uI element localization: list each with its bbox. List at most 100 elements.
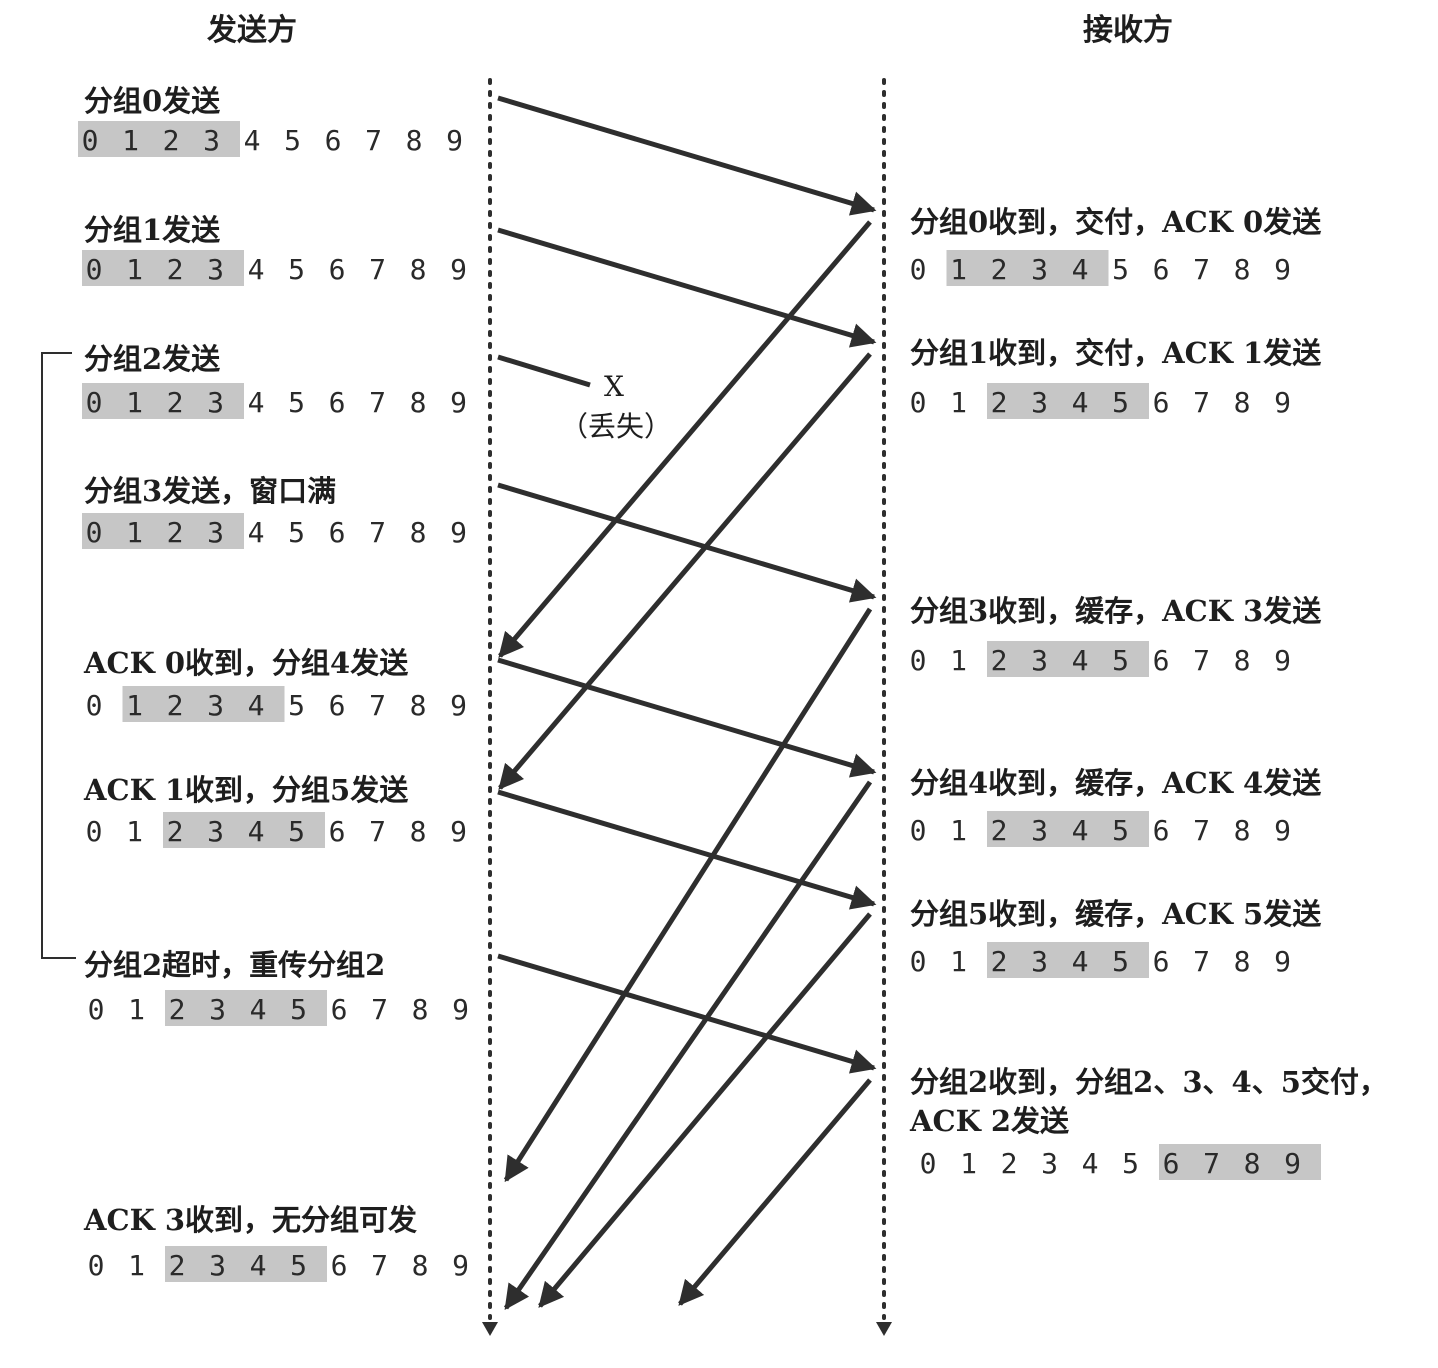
receiver-header: 接收方 bbox=[1083, 13, 1173, 48]
sequence-digit: 8 bbox=[410, 253, 427, 286]
sender-window-highlight bbox=[122, 686, 285, 722]
sequence-digit: 3 bbox=[207, 815, 224, 848]
sequence-digit: 6 bbox=[1153, 814, 1170, 847]
sender-window-highlight bbox=[165, 1246, 327, 1282]
sequence-digit: 0 bbox=[86, 253, 103, 286]
sequence-digit: 1 bbox=[126, 386, 143, 419]
sequence-digit: 0 bbox=[910, 644, 927, 677]
sequence-digit: 9 bbox=[452, 993, 469, 1026]
receiver-event-label: 分组2收到，分组2、3、4、5交付， bbox=[910, 1065, 1388, 1099]
sequence-digit: 5 bbox=[288, 689, 305, 722]
packet-arrow bbox=[497, 657, 877, 778]
sequence-digit: 8 bbox=[1234, 253, 1251, 286]
sequence-digit: 0 bbox=[88, 1249, 105, 1282]
sequence-digit: 0 bbox=[910, 814, 927, 847]
sequence-digit: 5 bbox=[1112, 253, 1129, 286]
sequence-digit: 1 bbox=[128, 993, 145, 1026]
sender-header: 发送方 bbox=[206, 13, 297, 48]
sequence-digit: 5 bbox=[288, 253, 305, 286]
sequence-digit: 2 bbox=[163, 124, 180, 157]
sequence-digit: 8 bbox=[1234, 814, 1251, 847]
sequence-digit: 0 bbox=[910, 945, 927, 978]
sequence-digit: 1 bbox=[126, 516, 143, 549]
sequence-digit: 0 bbox=[910, 253, 927, 286]
sequence-digit: 6 bbox=[331, 993, 348, 1026]
sequence-digit: 1 bbox=[128, 1249, 145, 1282]
sequence-digit: 2 bbox=[167, 253, 184, 286]
sequence-digit: 8 bbox=[412, 993, 429, 1026]
sequence-digit: 1 bbox=[950, 386, 967, 419]
sequence-digit: 1 bbox=[950, 253, 967, 286]
sequence-digit: 1 bbox=[126, 253, 143, 286]
lost-packet-line bbox=[497, 354, 591, 388]
sender-events: 分组0发送 分组1发送 分组2发送 分组3发送，窗口满 ACK 0收到，分组4发… bbox=[83, 84, 417, 1237]
sequence-digit: 2 bbox=[991, 386, 1008, 419]
sequence-digit: 7 bbox=[1193, 945, 1210, 978]
sequence-digit: 6 bbox=[1163, 1147, 1180, 1180]
sequence-digit: 6 bbox=[1153, 253, 1170, 286]
sequence-digit: 6 bbox=[329, 516, 346, 549]
sequence-digit: 0 bbox=[86, 386, 103, 419]
packet-arrow bbox=[497, 953, 877, 1074]
sequence-digit: 4 bbox=[248, 253, 265, 286]
sequence-digit: 7 bbox=[369, 253, 386, 286]
sequence-digit: 8 bbox=[410, 386, 427, 419]
sequence-digit: 9 bbox=[1274, 644, 1291, 677]
sequence-digit: 9 bbox=[450, 689, 467, 722]
sender-event-label: ACK 0收到，分组4发送 bbox=[83, 646, 408, 680]
sequence-digit: 8 bbox=[410, 815, 427, 848]
sender-window-highlight bbox=[165, 990, 327, 1026]
sender-window-highlight bbox=[82, 383, 244, 419]
loss-x-mark: X bbox=[604, 370, 624, 403]
sequence-digit: 4 bbox=[1082, 1147, 1099, 1180]
sequence-digit: 8 bbox=[1234, 386, 1251, 419]
sequence-digit: 9 bbox=[450, 253, 467, 286]
ack-arrow bbox=[503, 780, 873, 1311]
sequence-digit: 3 bbox=[203, 124, 220, 157]
sequence-digit: 7 bbox=[369, 386, 386, 419]
sequence-digit: 6 bbox=[329, 689, 346, 722]
sequence-digit: 4 bbox=[1072, 644, 1089, 677]
sequence-digit: 7 bbox=[1203, 1147, 1220, 1180]
sender-event-label: ACK 3收到，无分组可发 bbox=[83, 1203, 417, 1237]
packet-arrow bbox=[497, 227, 877, 348]
loss-marker: X （丢失） bbox=[497, 354, 672, 443]
sequence-digit: 9 bbox=[1274, 253, 1291, 286]
sequence-digit: 4 bbox=[250, 1249, 267, 1282]
sequence-digit: 5 bbox=[1112, 945, 1129, 978]
sender-timeline bbox=[482, 78, 498, 1336]
sequence-digit: 4 bbox=[250, 993, 267, 1026]
timeout-bracket bbox=[41, 352, 76, 959]
sequence-digit: 3 bbox=[1031, 814, 1048, 847]
sequence-digit: 4 bbox=[248, 689, 265, 722]
sequence-digit: 3 bbox=[207, 253, 224, 286]
receiver-timeline bbox=[876, 78, 892, 1336]
sequence-digit: 4 bbox=[244, 124, 261, 157]
sequence-digit: 4 bbox=[248, 815, 265, 848]
sequence-digit: 5 bbox=[1112, 386, 1129, 419]
receiver-events: 分组0收到，交付，ACK 0发送 分组1收到，交付，ACK 1发送 分组3收到，… bbox=[909, 205, 1388, 1138]
sequence-digit: 7 bbox=[1193, 253, 1210, 286]
sequence-digit: 7 bbox=[1193, 814, 1210, 847]
receiver-event-label: 分组3收到，缓存，ACK 3发送 bbox=[910, 594, 1321, 628]
sequence-digit: 5 bbox=[290, 993, 307, 1026]
sequence-digit: 2 bbox=[991, 945, 1008, 978]
receiver-event-label: 分组1收到，交付，ACK 1发送 bbox=[910, 336, 1321, 370]
sequence-digit: 2 bbox=[1001, 1147, 1018, 1180]
sequence-digit: 6 bbox=[329, 253, 346, 286]
sender-window-highlight bbox=[163, 812, 325, 848]
ack-arrow bbox=[498, 220, 872, 658]
sequence-digit: 7 bbox=[369, 689, 386, 722]
sequence-digit: 6 bbox=[329, 815, 346, 848]
sequence-digit: 1 bbox=[950, 945, 967, 978]
